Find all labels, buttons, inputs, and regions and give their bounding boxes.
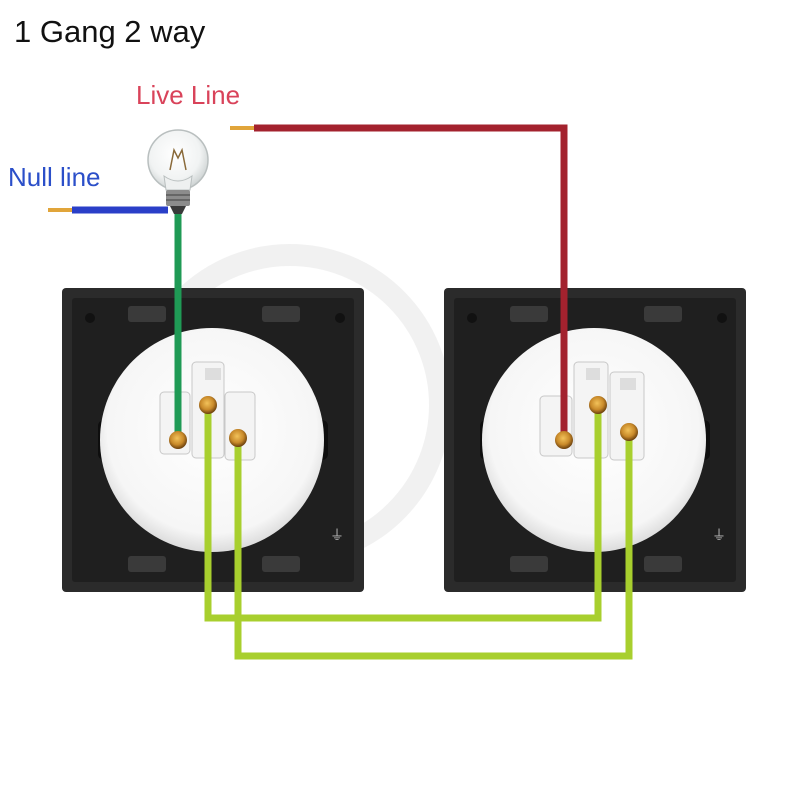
right-clip-bottom-1 [510,556,548,572]
null-line-label: Null line [8,162,101,192]
switch-terminal-icon [199,396,217,414]
left-switch-panel: ⏚ [62,288,364,592]
left-clip-top-2 [262,306,300,322]
right-terminal-block [539,361,645,461]
right-hole [467,313,477,323]
switch-terminal-icon [229,429,247,447]
right-terminals [555,396,638,449]
left-clip-bottom-1 [128,556,166,572]
left-hole [335,313,345,323]
right-clip-top-2 [644,306,682,322]
traveler-wire-2 [234,432,633,660]
diagram-title: 1 Gang 2 way [14,14,206,49]
live-line-label: Live Line [136,80,241,110]
switch-terminal-icon [589,396,607,414]
right-clip-bottom-2 [644,556,682,572]
ground-symbol-icon: ⏚ [330,528,344,544]
left-terminals [169,396,247,449]
switch-terminal-icon [169,431,187,449]
traveler-wire-1 [204,405,602,622]
light-bulb-icon [147,129,209,214]
left-hole [85,313,95,323]
live-wire [230,124,568,440]
left-clip-bottom-2 [262,556,300,572]
ground-symbol-icon: ⏚ [712,528,726,544]
left-clip-top-1 [128,306,166,322]
right-clip-top-1 [510,306,548,322]
switch-terminal-icon [620,423,638,441]
switch-terminal-icon [555,431,573,449]
right-hole [717,313,727,323]
